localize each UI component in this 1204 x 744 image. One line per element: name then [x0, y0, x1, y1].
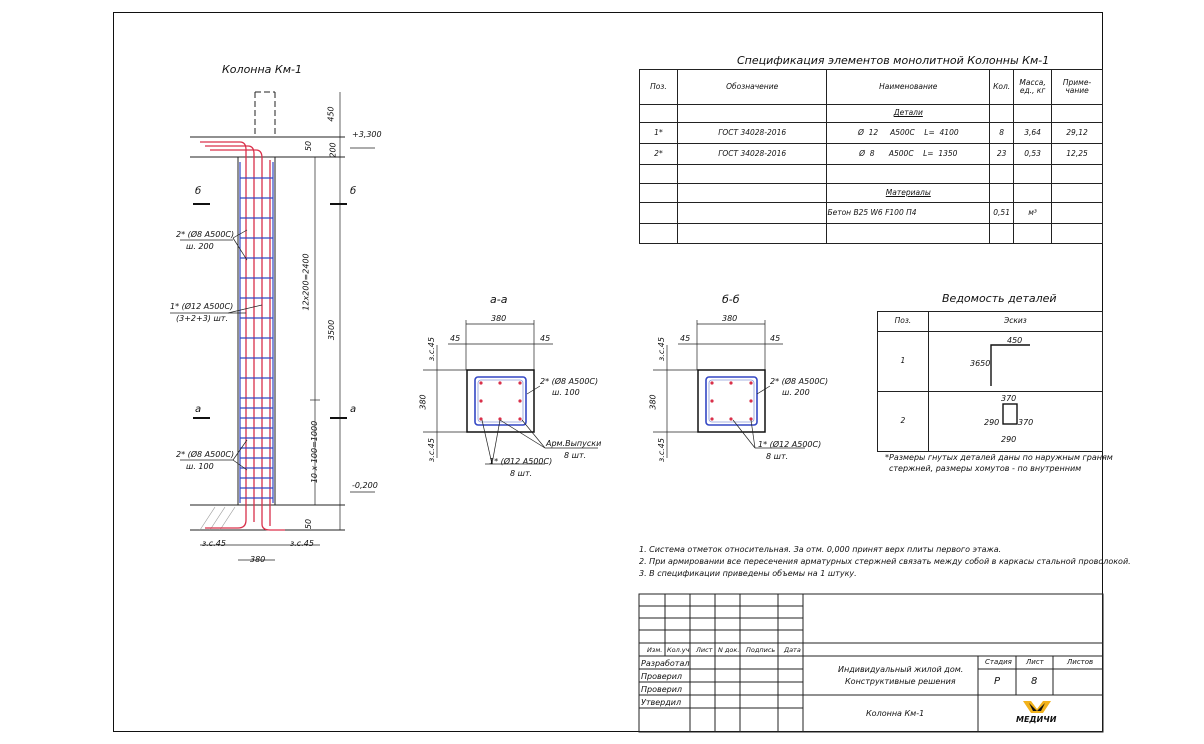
- column-section-a-left: а: [195, 404, 201, 415]
- bb-label-main-2: 8 шт.: [766, 452, 789, 461]
- dim-zc-left: з.с.45: [202, 539, 226, 548]
- bb-dim-45-right: 45: [770, 334, 781, 343]
- table-row: Бетон В25 W6 F100 П4 0,51 м³: [639, 202, 1103, 224]
- stamp-h-sheets: Листов: [1067, 658, 1094, 666]
- label-stirrup-top-2: ш. 200: [186, 242, 214, 251]
- stamp-role-4: Утвердил: [641, 698, 682, 707]
- stamp-project-2: Конструктивные решения: [845, 677, 956, 686]
- stamp-col-doc: N док.: [718, 646, 740, 654]
- spec-header-pos: Поз.: [639, 69, 678, 105]
- section-bb-title: б-б: [722, 293, 740, 306]
- parts-title: Ведомость деталей: [942, 292, 1057, 305]
- stamp-role-1: Разработал: [641, 659, 690, 668]
- company-logo: МЕДИЧИ: [1016, 701, 1057, 724]
- column-section-a-right: а: [350, 404, 356, 415]
- spec-header-doc: Обозначение: [676, 69, 828, 105]
- note-2: 2. При армировании все пересечения армат…: [639, 557, 1131, 566]
- elevation-top: +3,300: [352, 130, 382, 139]
- part1-dim-b: 3650: [970, 359, 991, 368]
- stamp-h-stage: Стадия: [985, 658, 1012, 666]
- parts-pos-1: 1: [877, 331, 929, 392]
- dim-380: 380: [250, 555, 266, 564]
- aa-dim-45-right: 45: [540, 334, 551, 343]
- aa-label-out-2: 8 шт.: [564, 451, 587, 460]
- spec-header-mass: Масса, ед., кг: [1013, 69, 1053, 105]
- parts-note-2: стержней, размеры хомутов - по внутренни…: [889, 464, 1082, 473]
- table-row: 2* ГОСТ 34028-2016 Ø 8 А500С L= 1350 23 …: [639, 143, 1103, 165]
- stamp-role-3: Проверил: [641, 685, 683, 694]
- aa-label-main-1: 1* (Ø12 А500С): [489, 457, 553, 466]
- stamp-h-sheet: Лист: [1026, 658, 1044, 666]
- section-aa-title: а-а: [490, 293, 508, 306]
- aa-dim-380: 380: [491, 314, 507, 323]
- part2-dim-top: 370: [1001, 394, 1017, 403]
- stamp-col-izm: Изм.: [647, 646, 663, 654]
- note-1: 1. Система отметок относительная. За отм…: [639, 545, 1002, 554]
- parts-note-1: *Размеры гнутых деталей даны по наружным…: [885, 453, 1113, 462]
- stamp-col-date: Дата: [784, 646, 801, 654]
- stamp-col-kol: Кол.уч: [667, 646, 690, 654]
- column-section-b-left: б: [195, 185, 201, 197]
- column-section-b-right: б: [350, 185, 356, 197]
- aa-label-main-2: 8 шт.: [510, 469, 533, 478]
- stamp-stage: Р: [994, 676, 1001, 687]
- logo-text: МЕДИЧИ: [1016, 715, 1057, 724]
- spec-title: Спецификация элементов монолитной Колонн…: [737, 54, 1050, 67]
- spec-header-note: Приме- чание: [1051, 69, 1103, 105]
- part2-dim-right: 370: [1018, 418, 1034, 427]
- label-stirrup-bot-1: 2* (Ø8 А500С): [176, 450, 235, 459]
- aa-label-stirrup-2: ш. 100: [552, 388, 580, 397]
- spec-table: Поз. Обозначение Наименование Кол. Масса…: [639, 69, 1103, 244]
- bb-dim-45-left: 45: [680, 334, 691, 343]
- bb-label-main-1: 1* (Ø12 А500С): [758, 440, 822, 449]
- label-stirrup-bot-2: ш. 100: [186, 462, 214, 471]
- table-row: 2: [877, 391, 1104, 452]
- stamp-role-2: Проверил: [641, 672, 683, 681]
- stamp-col-list: Лист: [696, 646, 713, 654]
- part1-dim-a: 450: [1007, 336, 1023, 345]
- label-main-2: (3+2+3) шт.: [176, 314, 228, 323]
- aa-label-stirrup-1: 2* (Ø8 А500С): [540, 377, 599, 386]
- drawing-frame: [113, 12, 1103, 732]
- spec-header-qty: Кол.: [989, 69, 1015, 105]
- bb-dim-380: 380: [722, 314, 738, 323]
- parts-pos-2: 2: [877, 391, 929, 452]
- label-stirrup-top-1: 2* (Ø8 А500С): [176, 230, 235, 239]
- part2-dim-left: 290: [984, 418, 1000, 427]
- aa-label-out-1: Арм.Выпуски: [546, 439, 602, 448]
- part2-dim-bottom: 290: [1001, 435, 1017, 444]
- elevation-bottom: -0,200: [352, 481, 378, 490]
- table-row: 1* ГОСТ 34028-2016 Ø 12 А500С L= 4100 8 …: [639, 122, 1103, 144]
- bb-label-stirrup-2: ш. 200: [782, 388, 810, 397]
- stamp-drawing: Колонна Км-1: [866, 709, 925, 718]
- parts-table: Поз. Эскиз 1 2: [877, 311, 1104, 452]
- stamp-project-1: Индивидуальный жилой дом.: [838, 665, 964, 674]
- stamp-col-sign: Подпись: [746, 646, 776, 654]
- bb-label-stirrup-1: 2* (Ø8 А500С): [770, 377, 829, 386]
- label-main-1: 1* (Ø12 А500С): [170, 302, 234, 311]
- note-3: 3. В спецификации приведены объемы на 1 …: [639, 569, 857, 578]
- dim-zc-right: з.с.45: [290, 539, 314, 548]
- spec-cell: Ø 8 А500С L= 1350: [826, 143, 991, 165]
- column-title: Колонна Км-1: [222, 63, 302, 76]
- stamp-sheet: 8: [1031, 676, 1038, 687]
- aa-dim-45-left: 45: [450, 334, 461, 343]
